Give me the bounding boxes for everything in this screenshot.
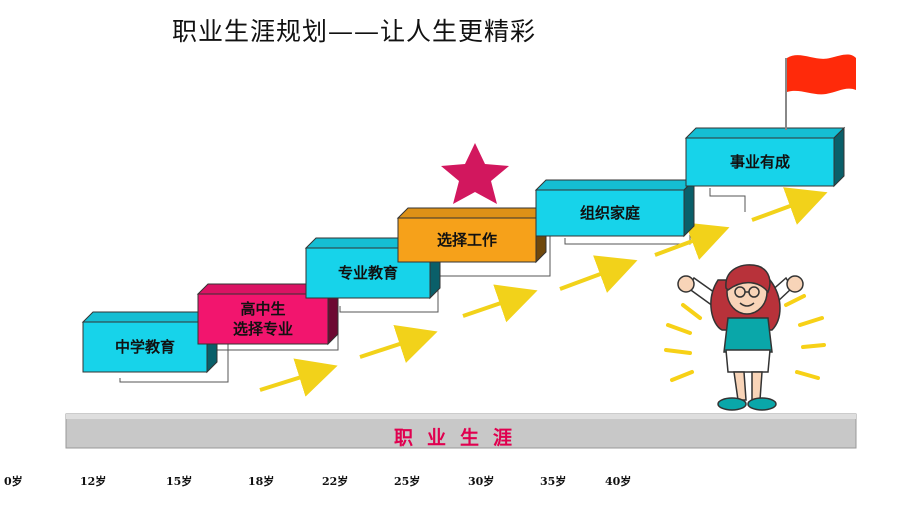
age-label: 0岁 — [4, 475, 23, 488]
age-label: 12岁 — [80, 475, 107, 488]
step-label: 选择工作 — [437, 231, 497, 249]
step-label: 选择专业 — [233, 320, 293, 338]
step-label: 组织家庭 — [580, 204, 641, 222]
step-box-front — [535, 189, 685, 237]
arrow-5 — [654, 222, 730, 260]
flag-icon — [785, 54, 856, 130]
arrow-2 — [359, 324, 438, 363]
arrow-3 — [462, 284, 538, 323]
step-box-4: 选择工作 — [396, 206, 548, 264]
step-box-top — [684, 127, 846, 139]
age-label: 22岁 — [322, 475, 349, 488]
age-label: 40岁 — [605, 475, 632, 488]
step-box-top — [396, 207, 548, 219]
step-box-top — [534, 179, 696, 191]
career-base-bar — [65, 413, 857, 449]
progress-arrows — [259, 187, 828, 397]
age-label: 15岁 — [166, 475, 193, 488]
career-bar-label: 职业生涯 — [393, 427, 526, 449]
page-title: 职业生涯规划——让人生更精彩 — [172, 17, 537, 46]
step-box-front — [197, 293, 329, 345]
age-label: 35岁 — [540, 475, 567, 488]
step-box-6: 事业有成 — [684, 126, 846, 188]
step-box-top — [81, 311, 219, 323]
age-label: 25岁 — [394, 475, 421, 488]
cheering-woman-illustration — [664, 264, 826, 411]
step-box-front — [397, 217, 537, 263]
step-label: 高中生 — [240, 300, 285, 318]
age-label: 30岁 — [468, 475, 495, 488]
age-label: 18岁 — [248, 475, 275, 488]
step-box-front — [82, 321, 208, 373]
arrow-1 — [259, 358, 338, 397]
arrow-6 — [751, 187, 828, 225]
step-label: 中学教育 — [115, 338, 175, 356]
step-box-side — [833, 126, 845, 188]
step-box-5: 组织家庭 — [534, 178, 696, 238]
step-box-front — [685, 137, 835, 187]
cheer-burst-lines — [664, 294, 826, 382]
arrow-4 — [559, 255, 638, 293]
step-label: 事业有成 — [730, 153, 790, 171]
step-box-side — [683, 178, 695, 238]
step-box-1: 中学教育 — [81, 310, 219, 374]
step-label: 专业教育 — [338, 264, 398, 282]
star-icon — [441, 143, 509, 204]
